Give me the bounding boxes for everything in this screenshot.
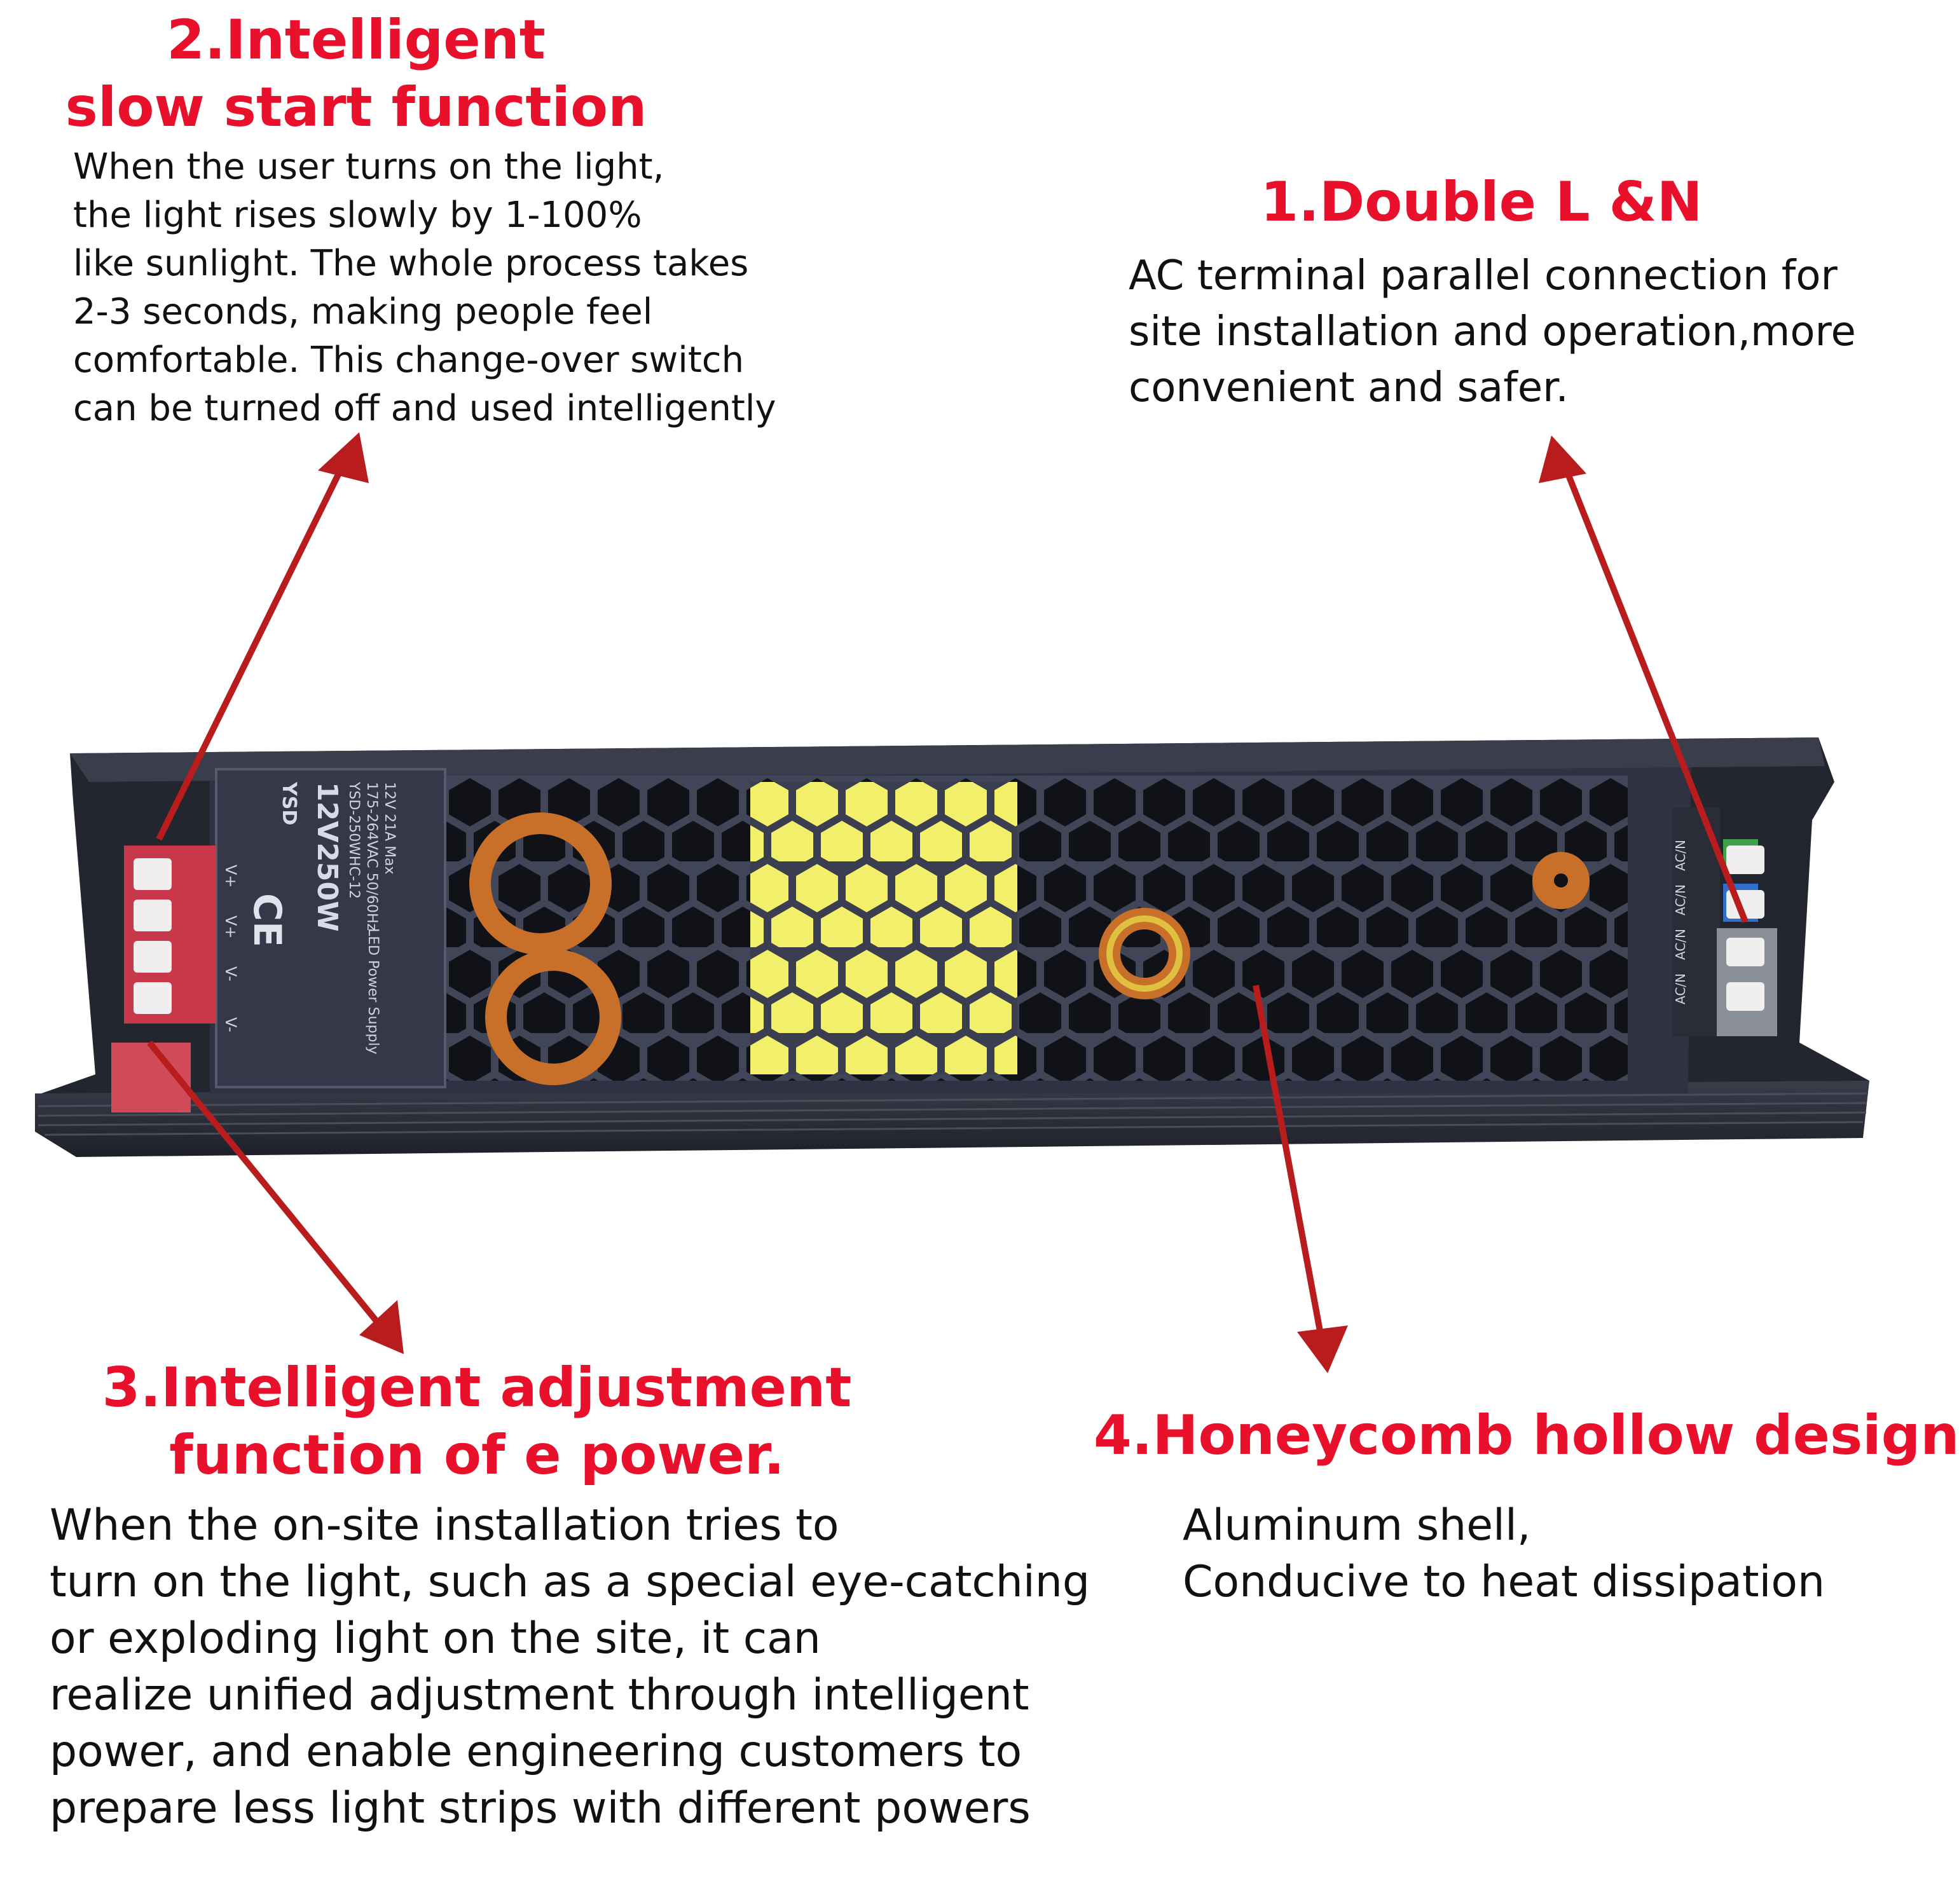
ce-mark: CE [245,893,289,947]
feature-3-title: 3.Intelligent adjustment function of e p… [95,1354,858,1489]
terminal-acn-1: AC/N [1673,973,1688,1004]
feature-2-line: like sunlight. The whole process takes [73,243,749,284]
terminal-v-minus-2: V- [222,1017,240,1032]
power-supply-photo: 12V250W YSD-250WHC-12 175-264VAC 50/60Hz… [35,432,1869,1373]
callout-arrows [147,432,1749,1373]
terminal-v-plus-2: V+ [222,915,240,939]
feature-3-line: When the on-site installation tries to [50,1500,839,1551]
feature-3-line: turn on the light, such as a special eye… [50,1557,1090,1607]
feature-1-line: site installation and operation,more [1129,308,1856,355]
feature-3-line: or exploding light on the site, it can [50,1613,821,1664]
label-product-type: LED Power Supply [365,928,381,1055]
feature-2-title-line-1: 2.Intelligent [167,8,546,72]
terminal-acn-4: AC/N [1673,840,1688,871]
output-terminal-block: V+ V+ V- V- [111,846,240,1113]
feature-2-title: 2.Intelligent slow start function [51,6,661,141]
arrow-honeycomb [1253,985,1326,1345]
arrow-double-ln [1561,463,1749,923]
feature-3-line: realize unified adjustment through intel… [50,1670,1029,1720]
label-input-rating: 175-264VAC 50/60Hz [364,782,380,931]
feature-4-line: Conducive to heat dissipation [1183,1557,1825,1607]
feature-1-line: convenient and safer. [1129,364,1569,411]
feature-4-line: Aluminum shell, [1183,1500,1531,1551]
feature-2-title-line-2: slow start function [65,76,647,139]
feature-1-title: 1.Double L &N [1260,170,1703,234]
terminal-v-minus-1: V- [222,966,240,982]
arrowhead-slow-start [318,432,369,483]
feature-3-description: When the on-site installation tries to t… [50,1497,1090,1837]
label-model: 12V250W [311,782,343,932]
label-model-number: YSD-250WHC-12 [346,781,362,899]
feature-1-description: AC terminal parallel connection for site… [1129,248,1856,416]
feature-2-line: comfortable. This change-over switch [73,339,745,381]
feature-2-line: can be turned off and used intelligently [73,388,776,429]
product-label: 12V250W YSD-250WHC-12 175-264VAC 50/60Hz… [215,768,446,1088]
arrowhead-double-ln [1539,435,1586,483]
feature-1-line: AC terminal parallel connection for [1129,252,1838,299]
feature-3-line: prepare less light strips with different… [50,1783,1031,1833]
label-brand: YSD [278,781,300,825]
arrow-adjustment [147,1040,390,1338]
terminal-v-plus-1: V+ [222,865,240,888]
feature-3-title-line-1: 3.Intelligent adjustment [102,1356,852,1420]
arrowhead-honeycomb [1297,1325,1348,1373]
feature-4-title: 4.Honeycomb hollow design [1094,1404,1959,1467]
feature-3-line: power, and enable engineering customers … [50,1727,1022,1777]
feature-2-line: 2-3 seconds, making people feel [73,291,653,332]
terminal-acn-2: AC/N [1673,929,1688,960]
feature-2-description: When the user turns on the light, the li… [73,143,776,433]
feature-3-title-line-2: function of e power. [169,1423,785,1487]
label-output-rating: 12V 21A Max [381,782,397,875]
feature-2-line: the light rises slowly by 1-100% [73,195,642,236]
arrow-slow-start [156,456,350,841]
feature-2-line: When the user turns on the light, [73,146,664,188]
honeycomb-mesh [445,776,1628,1085]
arrowhead-adjustment [359,1300,404,1354]
terminal-acn-3: AC/N [1673,884,1688,915]
feature-4-description: Aluminum shell, Conducive to heat dissip… [1183,1497,1825,1610]
